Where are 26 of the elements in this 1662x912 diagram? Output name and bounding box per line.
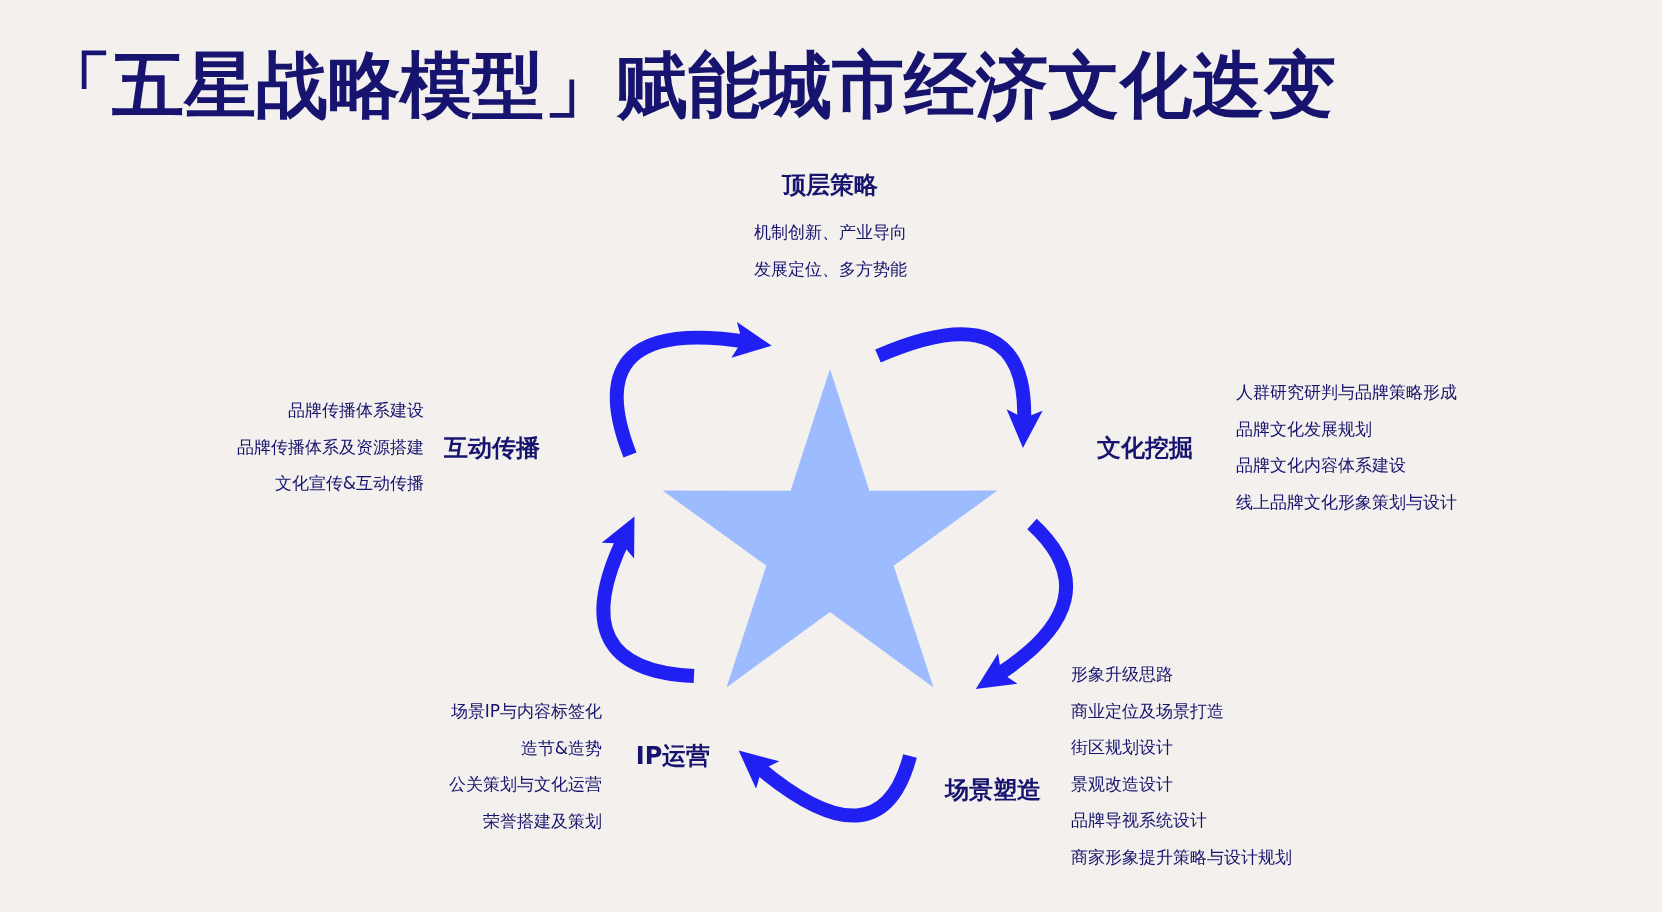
list-item: 商家形象提升策略与设计规划: [1071, 845, 1292, 868]
list-item: 景观改造设计: [1071, 772, 1173, 795]
list-item: 场景IP与内容标签化: [450, 699, 602, 723]
star-shape: [662, 369, 998, 688]
list-item: 街区规划设计: [1071, 735, 1173, 759]
list-item: 文化宣传&互动传播: [274, 471, 424, 495]
list-item: 形象升级思路: [1071, 662, 1173, 686]
title: 「五星战略模型」赋能城市经济文化迭变: [40, 42, 1336, 129]
heading: 顶层策略: [782, 169, 878, 201]
list-item: 公关策划与文化运营: [449, 772, 602, 796]
list-item: 品牌导视系统设计: [1071, 808, 1207, 832]
list-item: 线上品牌文化形象策划与设计: [1236, 490, 1457, 513]
list-item: 商业定位及场景打造: [1071, 699, 1224, 722]
list-item: 品牌文化发展规划: [1236, 417, 1372, 440]
list-item: 荣誉搭建及策划: [483, 809, 602, 832]
list-item: 机制创新、产业导向: [753, 220, 907, 244]
list-item: 品牌传播体系建设: [288, 398, 424, 422]
heading: IP运营: [635, 740, 711, 772]
heading: 互动传播: [444, 432, 540, 464]
list-item: 发展定位、多方势能: [753, 257, 907, 280]
list-item: 造节&造势: [520, 736, 602, 759]
list-item: 品牌文化内容体系建设: [1236, 453, 1406, 477]
heading: 文化挖掘: [1097, 432, 1193, 464]
heading: 场景塑造: [945, 774, 1041, 806]
list-item: 人群研究研判与品牌策略形成: [1236, 380, 1457, 404]
list-item: 品牌传播体系及资源搭建: [237, 435, 424, 458]
